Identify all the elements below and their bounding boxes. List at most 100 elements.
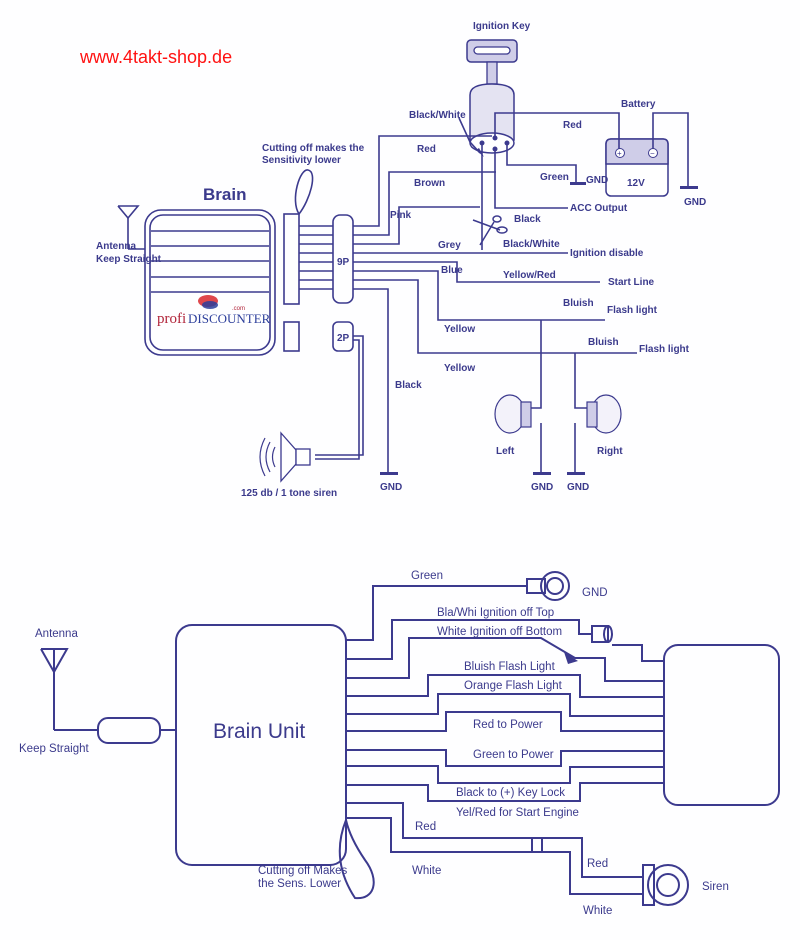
gnd-label-green: GND: [586, 175, 608, 186]
label-orange-flash: Orange Flash Light: [464, 680, 563, 692]
siren-splice: [531, 837, 543, 853]
cutting-note-bottom-1: Cutting off Makes: [258, 865, 348, 877]
gnd-symbol-right: [567, 472, 585, 475]
label-bla-whi: Bla/Whi Ignition off Top: [437, 607, 554, 619]
label-red-battery: Red: [563, 120, 582, 131]
label-yellow-1: Yellow: [444, 324, 475, 335]
wire-acc: [494, 149, 568, 209]
brain-connector-strip: [283, 213, 300, 305]
battery-minus: −: [650, 149, 655, 158]
label-green: Green: [540, 172, 569, 183]
label-red-1: Red: [415, 821, 436, 833]
bottom-diagram: Brain Unit Antenna Keep Straight: [19, 570, 780, 917]
wire-red: [353, 135, 492, 227]
siren-body: [642, 864, 655, 906]
label-white-2: White: [583, 905, 612, 917]
label-grey: Grey: [438, 240, 461, 251]
gnd-symbol-green: [570, 182, 586, 185]
antenna-icon: [117, 205, 145, 250]
brain-module: profi DISCOUNTER .com: [144, 209, 276, 356]
brain-inner: [149, 214, 271, 351]
label-flash-light-2: Flash light: [639, 344, 690, 355]
battery-icon: + −: [605, 138, 669, 197]
connector-9p[interactable]: [332, 214, 354, 304]
label-blue: Blue: [441, 265, 463, 276]
gnd-lug: [526, 578, 546, 594]
label-acc-output: ACC Output: [570, 203, 628, 214]
wire-ign-top-to-vehicle: [612, 644, 664, 662]
gnd-symbol-left: [533, 472, 551, 475]
wire-black-keylock: [346, 765, 664, 784]
battery-label: Battery: [621, 99, 656, 110]
siren-horn-outer: [647, 864, 689, 906]
siren-label-top: 125 db / 1 tone siren: [241, 488, 337, 499]
cutting-note-1: Cutting off makes the: [262, 143, 365, 154]
gnd-symbol-battery: [680, 186, 698, 189]
label-yel-red: Yel/Red for Start Engine: [456, 807, 579, 819]
wire-right-lamp: [574, 353, 587, 409]
sensitivity-loop-bottom: [338, 819, 375, 900]
wire-green-power: [346, 749, 664, 767]
sensitivity-loop: [294, 169, 314, 215]
black-white-pointer: [458, 117, 481, 154]
label-black: Black: [514, 214, 541, 225]
right-lamp-icon: [586, 394, 622, 434]
wire-bla-whi: [346, 619, 592, 660]
scissors-icon: [472, 215, 508, 246]
ignition-key-label: Ignition Key: [473, 21, 531, 32]
wire-siren-b: [315, 339, 360, 460]
label-green-power: Green to Power: [473, 749, 554, 761]
label-black-white-top: Black/White: [409, 110, 466, 121]
gnd-label-right: GND: [567, 482, 589, 493]
label-black-gnd: Black: [395, 380, 422, 391]
label-black-keylock: Black to (+) Key Lock: [456, 787, 565, 799]
wire-orange-flash: [346, 693, 664, 717]
wire-red-siren-2: [542, 837, 643, 878]
antenna-icon-bottom: [40, 648, 176, 744]
siren-speaker-icon: [259, 431, 311, 483]
label-yellow-red: Yellow/Red: [503, 270, 556, 281]
keep-straight-label: Keep Straight: [96, 254, 162, 265]
connector-9p-label: 9P: [337, 257, 350, 268]
wire-siren-a: [315, 335, 364, 456]
gnd-ring-outer: [540, 571, 570, 601]
ignition-connector-top: [591, 625, 609, 643]
gnd-label-bottom: GND: [582, 587, 608, 599]
wire-red-battery: [494, 112, 620, 149]
gnd-symbol-black: [380, 472, 398, 475]
left-lamp-icon: [494, 394, 532, 434]
wire-green-gnd: [346, 585, 527, 641]
label-green-bottom: Green: [411, 570, 443, 582]
gnd-label-battery: GND: [684, 197, 706, 208]
gnd-label-black: GND: [380, 482, 402, 493]
ignition-connector-cap: [603, 625, 613, 643]
keep-straight-bottom: Keep Straight: [19, 743, 89, 755]
wire-white-siren-2: [542, 851, 643, 895]
wire-flash-2: [353, 279, 637, 354]
label-red: Red: [417, 144, 436, 155]
label-ignition-disable: Ignition disable: [570, 248, 644, 259]
wire-white-ign: [346, 637, 664, 682]
wire-flash-1: [353, 270, 605, 321]
brain-unit-box: [175, 624, 347, 866]
top-diagram: profi DISCOUNTER .com Brain Antenna Keep…: [96, 21, 706, 499]
brain-unit-label: Brain Unit: [213, 720, 305, 743]
cutting-note-bottom-2: the Sens. Lower: [258, 878, 341, 890]
label-bluish-2: Bluish: [588, 337, 619, 348]
lamp-right-label: Right: [597, 446, 623, 457]
label-red-2: Red: [587, 858, 608, 870]
label-white-ign: White Ignition off Bottom: [437, 626, 562, 638]
label-flash-light-1: Flash light: [607, 305, 658, 316]
label-white-1: White: [412, 865, 441, 877]
logo-text-discounter: DISCOUNTER: [188, 311, 271, 326]
logo-text-profi: profi: [157, 311, 186, 327]
label-pink: Pink: [390, 210, 412, 221]
brain-2p-strip: [283, 321, 300, 352]
connector-2p-label: 2P: [337, 333, 350, 344]
wire-black-gnd: [353, 288, 389, 472]
label-bluish-flash: Bluish Flash Light: [464, 661, 556, 673]
wire-pink: [353, 206, 480, 245]
wire-left-lamp: [530, 320, 542, 409]
